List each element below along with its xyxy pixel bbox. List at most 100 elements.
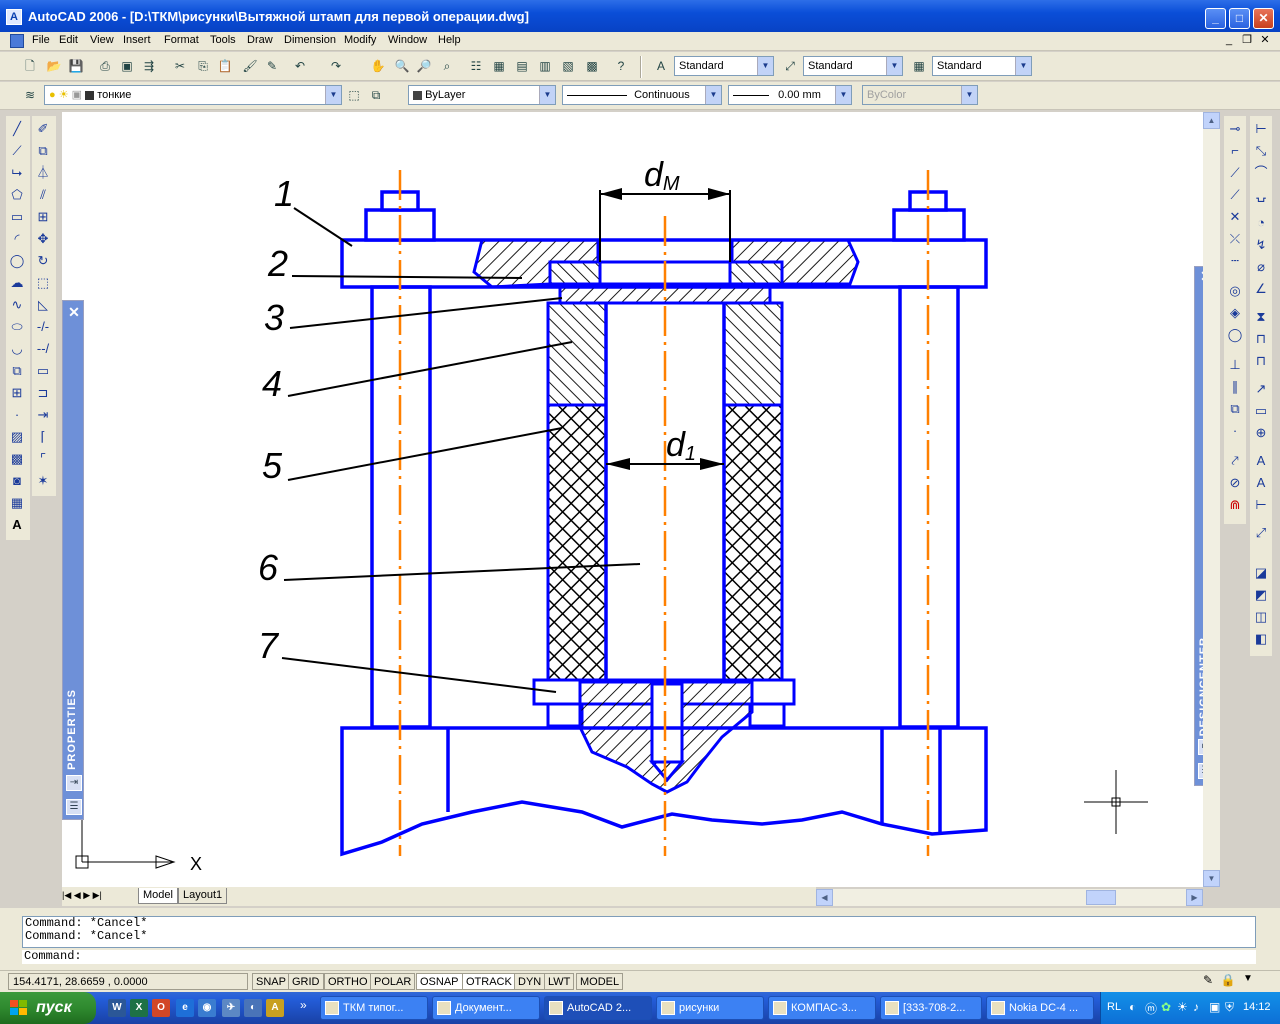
multiline-text-icon[interactable]: A — [12, 517, 22, 532]
array-icon[interactable]: ⊞ — [37, 209, 49, 224]
rotate-icon[interactable]: ↻ — [37, 253, 49, 268]
command-input[interactable]: Command: — [22, 950, 1256, 964]
properties-palette[interactable]: ✕ PROPERTIES ⇥ ☰ — [62, 300, 84, 820]
status-menu-icon[interactable]: ▼ — [1243, 973, 1253, 984]
auto-hide-icon[interactable]: ⇥ — [66, 775, 82, 791]
diameter-dimension-icon[interactable]: ⌀ — [1257, 259, 1265, 274]
part-4-right[interactable] — [722, 301, 784, 407]
scroll-down-icon[interactable]: ▼ — [1203, 870, 1220, 887]
taskbar-item[interactable]: ТКМ типог... — [320, 996, 428, 1020]
make-block-icon[interactable]: ⊞ — [11, 385, 23, 400]
palette-menu-icon[interactable]: ☰ — [66, 799, 82, 815]
language-indicator[interactable]: RL — [1107, 1001, 1122, 1013]
open-icon[interactable]: 📂 — [46, 59, 62, 73]
angular-dimension-icon[interactable]: ∠ — [1255, 281, 1267, 296]
line-icon[interactable]: ╱ — [13, 121, 21, 136]
draw-order-above-icon[interactable]: ◫ — [1254, 609, 1268, 624]
layer-select[interactable]: ● ☀ ▣ тонкие ▼ — [44, 85, 342, 105]
tray-security-icon[interactable]: ⛨ — [1225, 1000, 1235, 1014]
draw-order-under-icon[interactable]: ◧ — [1254, 631, 1268, 646]
zoom-window-icon[interactable]: 🔎 — [416, 59, 432, 73]
menu-insert[interactable]: Insert — [123, 34, 151, 46]
arc-length-icon[interactable]: ⌒ — [1254, 165, 1268, 180]
arc-icon[interactable]: ◜ — [14, 231, 20, 246]
layer-manager-icon[interactable]: ≋ — [24, 88, 36, 102]
snap-intersection-icon[interactable]: ✕ — [1229, 209, 1241, 224]
revision-cloud-icon[interactable]: ☁ — [10, 275, 24, 290]
osnap-settings-icon[interactable]: ⋒ — [1229, 497, 1241, 512]
menu-modify[interactable]: Modify — [344, 34, 377, 46]
radius-dimension-icon[interactable]: ◔ — [1257, 215, 1265, 230]
taskbar-item-active[interactable]: AutoCAD 2... — [544, 996, 652, 1020]
linear-dimension-icon[interactable]: ⊢ — [1255, 121, 1267, 136]
document-minimize-button[interactable]: _ — [1225, 34, 1233, 46]
hatch-icon[interactable]: ▨ — [10, 429, 24, 444]
linetype-select[interactable]: Continuous ▼ — [562, 85, 722, 105]
redo-icon[interactable]: ↷ — [330, 59, 342, 73]
plot-icon[interactable]: ⎙ — [100, 59, 110, 73]
snap-center-icon[interactable]: ◎ — [1229, 283, 1241, 298]
polyline-icon[interactable]: ⮡ — [11, 165, 23, 180]
menu-window[interactable]: Window — [388, 34, 428, 46]
join-icon[interactable]: ⊐ — [37, 385, 49, 400]
snap-toggle[interactable]: SNAP — [252, 973, 290, 990]
pan-icon[interactable]: ✋ — [370, 59, 386, 73]
part-4-left[interactable] — [546, 301, 608, 407]
tab-model[interactable]: Model — [138, 888, 178, 904]
polar-toggle[interactable]: POLAR — [370, 973, 416, 990]
app-quicklaunch-icon[interactable]: ✈ — [222, 999, 240, 1017]
table-icon[interactable]: ▦ — [10, 495, 24, 510]
menu-file[interactable]: File — [32, 34, 50, 46]
match-properties-icon[interactable]: 🖌 — [242, 59, 258, 73]
chamfer-icon[interactable]: ⌈ — [40, 429, 46, 444]
excel-quicklaunch-icon[interactable]: X — [130, 999, 148, 1017]
layer-previous-icon[interactable]: ⧉ — [371, 88, 381, 102]
text-style-select[interactable]: Standard▼ — [674, 56, 774, 76]
otrack-toggle[interactable]: OTRACK — [462, 973, 516, 990]
outlook-quicklaunch-icon[interactable]: O — [152, 999, 170, 1017]
part-2-right[interactable] — [728, 260, 784, 286]
close-icon[interactable]: ✕ — [68, 304, 80, 320]
minimize-button[interactable]: _ — [1205, 8, 1226, 29]
maximize-button[interactable]: □ — [1229, 8, 1250, 29]
previous-tab-icon[interactable]: ◀ — [73, 890, 84, 900]
part-5-right[interactable] — [722, 403, 784, 682]
menu-edit[interactable]: Edit — [59, 34, 78, 46]
ortho-toggle[interactable]: ORTHO — [324, 973, 372, 990]
gradient-icon[interactable]: ▩ — [10, 451, 24, 466]
menu-dimension[interactable]: Dimension — [284, 34, 336, 46]
snap-node-icon[interactable]: · — [1232, 423, 1238, 438]
taskbar-item[interactable]: рисунки — [656, 996, 764, 1020]
copy-object-icon[interactable]: ⧉ — [38, 143, 48, 158]
designcenter-icon[interactable]: ▦ — [493, 59, 505, 73]
firefox-quicklaunch-icon[interactable]: ◉ — [198, 999, 216, 1017]
model-toggle[interactable]: MODEL — [576, 973, 624, 990]
dimension-update-icon[interactable]: ⊢ — [1255, 497, 1267, 512]
plot-preview-icon[interactable]: ▣ — [121, 59, 133, 73]
publish-icon[interactable]: ⇶ — [143, 59, 155, 73]
menu-format[interactable]: Format — [164, 34, 199, 46]
break-icon[interactable]: ▭ — [36, 363, 50, 378]
tab-navigation[interactable]: |◀ ◀ ▶ ▶| — [62, 888, 134, 904]
properties-icon[interactable]: ☷ — [470, 59, 482, 73]
snap-tangent-icon[interactable]: ◯ — [1227, 327, 1243, 342]
temporary-tracking-icon[interactable]: ⊸ — [1229, 121, 1241, 136]
quicklaunch-more-icon[interactable]: » — [300, 998, 307, 1012]
copy-icon[interactable]: ⎘ — [198, 59, 208, 73]
dimension-text-edit-icon[interactable]: A — [1256, 475, 1266, 490]
break-at-point-icon[interactable]: ⇥ — [37, 407, 49, 422]
document-icon[interactable] — [10, 34, 24, 48]
lock-icon[interactable]: 🔒 — [1220, 973, 1236, 987]
help-icon[interactable]: ? — [617, 59, 625, 73]
next-tab-icon[interactable]: ▶ — [83, 890, 93, 900]
vertical-scrollbar[interactable]: ▲ ▼ — [1203, 112, 1220, 887]
snap-extension-icon[interactable]: ┄ — [1231, 253, 1239, 268]
snap-quadrant-icon[interactable]: ◈ — [1230, 305, 1240, 320]
polygon-icon[interactable]: ⬠ — [11, 187, 23, 202]
snap-apparent-intersection-icon[interactable]: ⤫ — [1229, 231, 1241, 246]
cut-icon[interactable]: ✂ — [174, 59, 186, 73]
tray-messenger-icon[interactable]: ⓜ — [1145, 1002, 1158, 1016]
autocad-app-icon[interactable]: A — [6, 9, 22, 25]
table-style-icon[interactable]: ▦ — [913, 59, 925, 73]
tray-app-icon[interactable]: ◐ — [1129, 1000, 1137, 1014]
